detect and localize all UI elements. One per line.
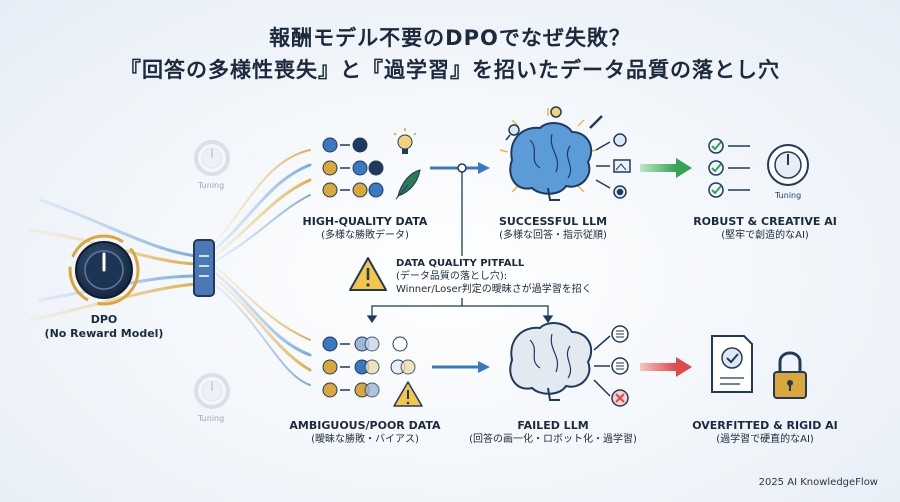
high-quality-data-label: HIGH-QUALITY DATA xyxy=(302,215,428,228)
pitfall-description: Winner/Loser判定の曖昧さが過学習を招く xyxy=(396,284,592,295)
top-arrow-data-to-llm xyxy=(430,162,490,174)
padlock-icon xyxy=(773,351,807,399)
successful-brain-icon xyxy=(499,108,597,201)
dpo-knob-icon xyxy=(68,234,140,306)
ambiguous-data-icon xyxy=(322,336,416,398)
tuning-knob-right-icon xyxy=(767,144,809,186)
ambiguous-data-label: AMBIGUOUS/POOR DATA xyxy=(289,419,441,432)
robust-ai-sublabel: (堅牢で創造的なAI) xyxy=(721,230,809,241)
tuning-knob-faint-bottom xyxy=(194,373,230,409)
bottom-arrow-data-to-llm xyxy=(432,361,490,373)
title-line-2: 『回答の多様性喪失』と『過学習』を招いたデータ品質の落とし穴 xyxy=(120,58,780,82)
ambiguous-data-sublabel: (曖昧な勝敗・バイアス) xyxy=(311,434,419,445)
overfitted-ai-sublabel: (過学習で硬直的なAI) xyxy=(716,434,814,445)
green-arrow-icon xyxy=(640,158,692,178)
failed-llm-sublabel: (回答の画一化・ロボット化・過学習) xyxy=(469,434,637,445)
red-arrow-icon xyxy=(640,357,692,377)
failed-llm-label: FAILED LLM xyxy=(517,419,589,432)
tuning-knob-faint-top xyxy=(194,140,230,176)
small-warning-icon xyxy=(393,381,423,407)
pitfall-connector-lines xyxy=(366,172,554,324)
tuning-label-faint-top: Tuning xyxy=(198,181,225,190)
high-quality-data-icon xyxy=(322,137,384,198)
failed-output-icons xyxy=(593,325,629,407)
top-brain-side-icons xyxy=(505,106,631,199)
failed-brain-icon xyxy=(509,322,593,401)
robust-ai-label: ROBUST & CREATIVE AI xyxy=(693,215,837,228)
lightbulb-icon xyxy=(393,128,417,154)
pitfall-title: DATA QUALITY PITFALL xyxy=(396,258,525,269)
connector-block-icon xyxy=(193,239,215,297)
successful-llm-label: SUCCESSFUL LLM xyxy=(498,215,608,228)
tuning-label-faint-bottom: Tuning xyxy=(198,414,225,423)
title-line-1: 報酬モデル不要のDPOでなぜ失敗？ xyxy=(269,26,631,50)
pitfall-subtitle: (データ品質の落とし穴): xyxy=(396,271,508,282)
certificate-icon xyxy=(711,335,753,393)
dpo-label: DPO xyxy=(90,313,118,326)
checklist-icon xyxy=(708,138,750,198)
warning-triangle-icon xyxy=(349,257,387,291)
successful-llm-sublabel: (多様な回答・指示従順) xyxy=(499,230,607,241)
split-flow-lines xyxy=(212,149,312,386)
overfitted-ai-label: OVERFITTED & RIGID AI xyxy=(692,419,838,432)
high-quality-data-sublabel: (多様な勝敗データ) xyxy=(321,230,409,241)
footer-credit: 2025 AI KnowledgeFlow xyxy=(758,477,878,488)
dpo-sublabel: (No Reward Model) xyxy=(44,327,164,340)
tuning-label-right: Tuning xyxy=(775,191,802,200)
feather-icon xyxy=(395,169,421,200)
